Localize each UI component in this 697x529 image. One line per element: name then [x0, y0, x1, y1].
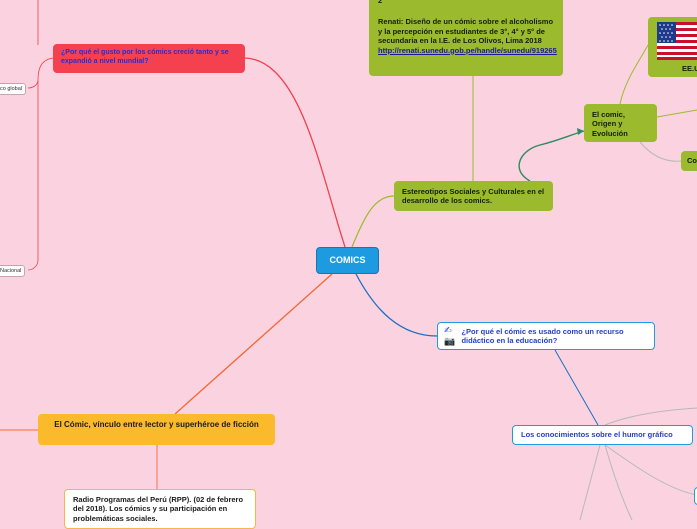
connector-origin-right [656, 109, 697, 118]
arrowhead [577, 128, 584, 135]
topic-partial-right[interactable]: Co [681, 151, 697, 171]
topic-partial-right-label: Co [687, 156, 697, 165]
topic-why-popular[interactable]: ¿Por qué el gusto por los cómics creció … [53, 44, 245, 73]
connector-central-didactic [355, 273, 438, 337]
reference-rpp[interactable]: Radio Programas del Perú (RPP). (02 de f… [64, 489, 256, 529]
label-global[interactable]: co global [0, 83, 27, 95]
label-national[interactable]: Nacional [0, 265, 26, 277]
topic-didactic[interactable]: ✍📷 ¿Por qué el cómic es usado como un re… [437, 322, 655, 350]
topic-humor-label: Los conocimientos sobre el humor gráfico [521, 430, 673, 439]
reference-rpp-text: Radio Programas del Perú (RPP). (02 de f… [73, 495, 244, 523]
reference-text: Renati: Diseño de un cómic sobre el alco… [378, 17, 554, 46]
connector-origin-usa [619, 44, 649, 105]
topic-stereotypes[interactable]: Estereotipos Sociales y Culturales en el… [394, 181, 553, 211]
topic-origin[interactable]: El comic, Origen y Evolución [584, 104, 657, 142]
connector-red-global [27, 79, 39, 89]
connector-humor-down-2 [579, 444, 601, 520]
connector-central-orange [174, 273, 333, 415]
usa-caption: EE.U [682, 64, 697, 73]
connector-central-stereotypes [351, 195, 395, 248]
reference-link[interactable]: http://renati.sunedu.gob.pe/handle/suned… [378, 45, 557, 55]
topic-humor[interactable]: Los conocimientos sobre el humor gráfico [512, 425, 693, 445]
connector-humor-down [604, 444, 633, 520]
central-topic[interactable]: COMICS [316, 247, 379, 274]
offscreen-node[interactable] [694, 487, 697, 505]
topic-usa[interactable]: EE.U [648, 17, 697, 77]
reference-renati[interactable]: 2 Renati: Diseño de un cómic sobre el al… [369, 0, 563, 76]
label-global-text: co global [0, 86, 23, 92]
label-national-text: Nacional [0, 268, 22, 274]
topic-stereotypes-label: Estereotipos Sociales y Culturales en el… [402, 187, 545, 206]
connector-origin-co [639, 141, 682, 162]
topic-reader-link[interactable]: El Cómic, vínculo entre lector y superhé… [38, 414, 275, 445]
connector-humor-right-2 [604, 444, 697, 496]
topic-why-popular-label: ¿Por qué el gusto por los cómics creció … [61, 49, 229, 65]
central-topic-label: COMICS [329, 254, 366, 265]
connector-red-left [27, 57, 54, 271]
usa-flag-icon [657, 22, 697, 60]
connector-stereotypes-origin [518, 130, 585, 182]
reference-top-fragment: 2 [378, 0, 383, 5]
connector-humor-right-1 [604, 407, 697, 426]
writing-camera-icon: ✍📷 [444, 324, 456, 346]
topic-didactic-label: ¿Por qué el cómic es usado como un recur… [461, 326, 624, 345]
connector-central-red [244, 57, 346, 248]
connector-didactic-humor [554, 349, 599, 426]
topic-reader-link-label: El Cómic, vínculo entre lector y superhé… [54, 420, 259, 429]
topic-origin-label: El comic, Origen y Evolución [592, 110, 628, 138]
